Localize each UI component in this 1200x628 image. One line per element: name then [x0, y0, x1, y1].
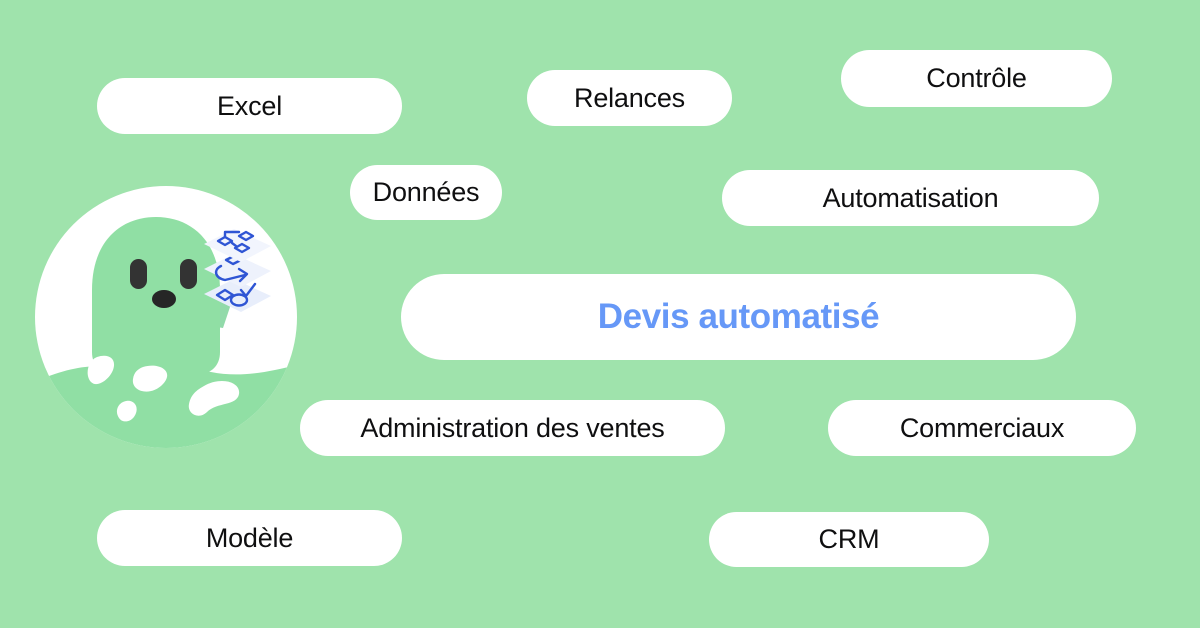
- keyword-pill-label: CRM: [818, 524, 880, 554]
- node-glyph-a: [216, 235, 234, 247]
- keyword-pill-automatisation[interactable]: Automatisation: [722, 170, 1099, 226]
- keyword-pill-relances[interactable]: Relances: [527, 70, 732, 126]
- keyword-pill-donnees[interactable]: Données: [350, 165, 502, 220]
- document-card-top: [204, 229, 271, 262]
- keyword-pill-modele[interactable]: Modèle: [97, 510, 402, 566]
- connector-glyph: [223, 230, 241, 248]
- document-cards-stack: [204, 229, 271, 312]
- keyword-pill-controle[interactable]: Contrôle: [841, 50, 1112, 107]
- keyword-pill-label: Excel: [216, 90, 283, 121]
- keyword-pill-excel[interactable]: Excel: [97, 78, 402, 134]
- keyword-pill-crm[interactable]: CRM: [709, 512, 989, 567]
- keyword-pill-label: Contrôle: [926, 63, 1027, 93]
- node-glyph-b: [233, 242, 251, 254]
- document-card-bottom: [204, 279, 271, 312]
- ghost-mascot-illustration: [35, 186, 297, 448]
- mascot-ground-cut-3: [188, 380, 240, 416]
- mascot-ground-cut-4: [132, 365, 168, 392]
- mascot-nose: [152, 290, 176, 308]
- mascot-eye-left: [130, 259, 147, 289]
- mascot-eye-right: [180, 259, 197, 289]
- node-glyph-c: [237, 230, 255, 242]
- keyword-pill-label: Administration des ventes: [360, 412, 665, 443]
- mascot-ground-cut-1: [87, 355, 115, 385]
- check-glyph: [239, 282, 257, 298]
- mascot-ground-cut-2: [116, 400, 137, 422]
- circle-glyph: [229, 293, 249, 307]
- keyword-pill-label: Relances: [574, 82, 685, 113]
- keyword-pill-label: Données: [372, 177, 480, 207]
- center-title-pill[interactable]: Devis automatisé: [401, 274, 1076, 360]
- keyword-pill-administration-des-ventes[interactable]: Administration des ventes: [300, 400, 725, 456]
- center-title-label: Devis automatisé: [597, 297, 880, 336]
- keyword-pill-label: Modèle: [205, 522, 294, 553]
- arrow-loop-glyph: [214, 264, 247, 282]
- keyword-pill-commerciaux[interactable]: Commerciaux: [828, 400, 1136, 456]
- keyword-pill-label: Commerciaux: [899, 412, 1065, 443]
- keyword-pill-label: Automatisation: [822, 182, 999, 213]
- document-card-middle: [204, 254, 271, 287]
- arrow-head-glyph: [237, 267, 249, 283]
